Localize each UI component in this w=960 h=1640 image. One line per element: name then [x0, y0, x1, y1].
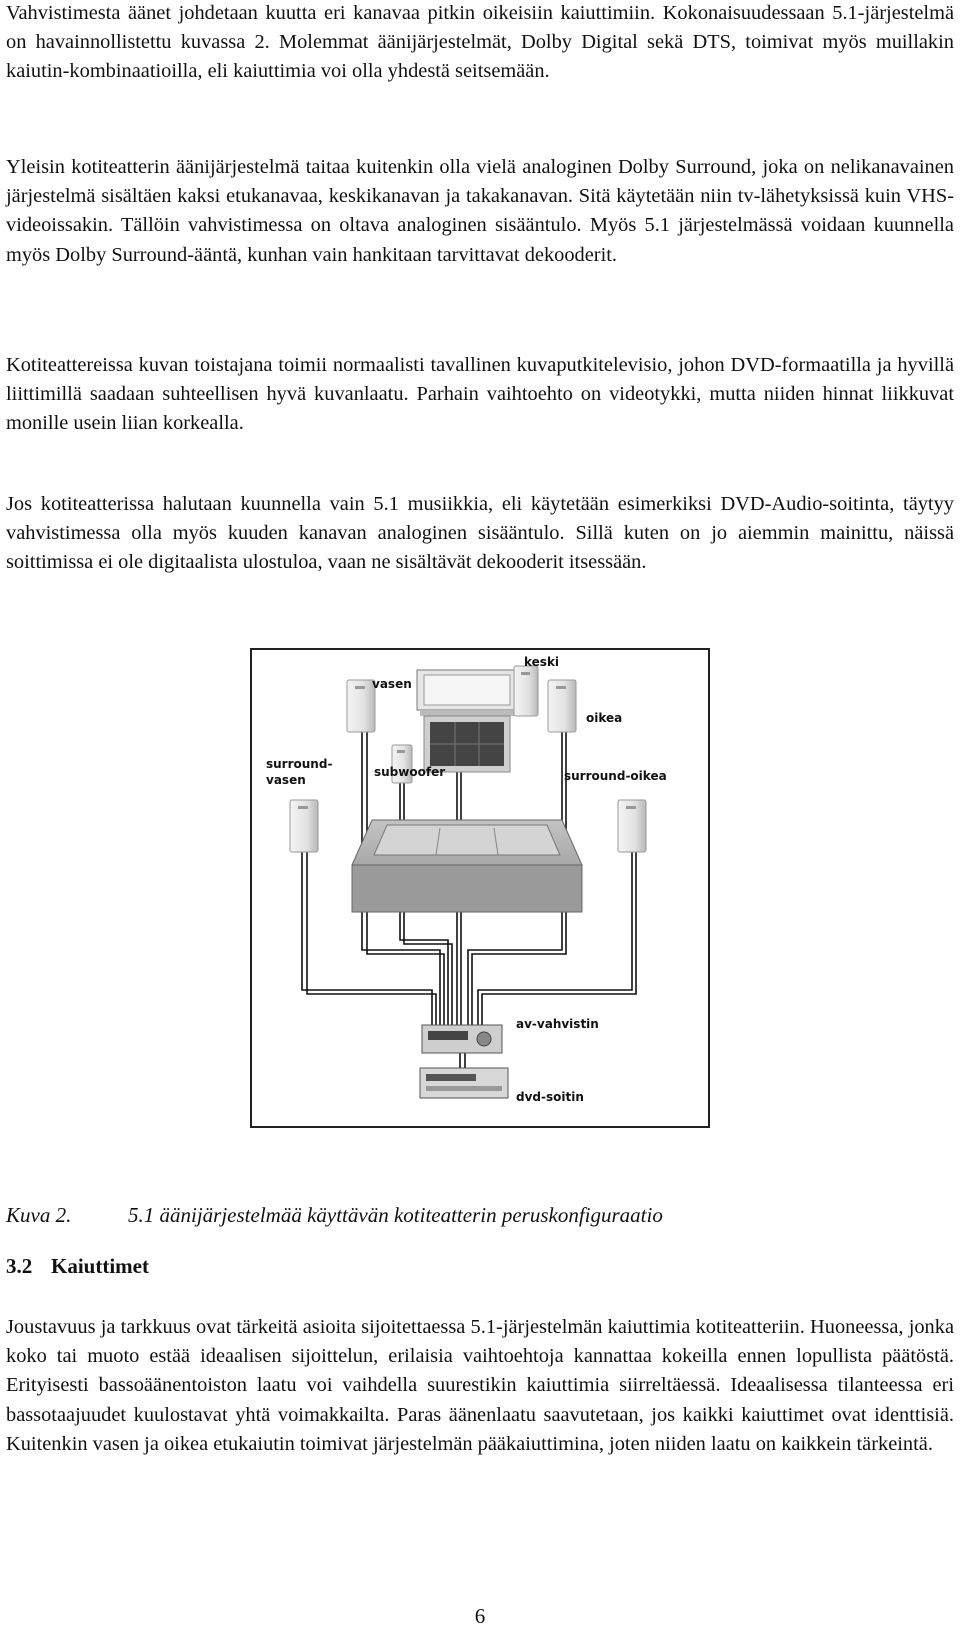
subwoofer-speaker — [391, 744, 413, 784]
speaker-setup-diagram: keski vasen oikea surround- vasen subwoo… — [266, 655, 667, 1104]
surround-left-speaker — [289, 799, 319, 853]
figure-caption: Kuva 2. 5.1 äänijärjestelmää käyttävän ko… — [6, 1203, 663, 1228]
label-surround-vasen-line1: surround- — [266, 757, 332, 771]
caption-text: 5.1 äänijärjestelmää käyttävän kotiteatt… — [128, 1203, 663, 1227]
paragraph-dvd-audio: Jos kotiteatterissa halutaan kuunnella v… — [6, 493, 954, 574]
label-av-vahvistin: av-vahvistin — [516, 1017, 599, 1031]
section-title: Kaiuttimet — [51, 1254, 149, 1278]
label-keski: keski — [524, 655, 559, 669]
section-heading: 3.2 Kaiuttimet — [6, 1254, 149, 1279]
speaker-setup-figure: keski vasen oikea surround- vasen subwoo… — [250, 648, 710, 1128]
center-speaker — [513, 665, 539, 717]
label-oikea: oikea — [586, 711, 622, 725]
dvd-player — [419, 1067, 509, 1099]
paragraph-amplifier-channels: Vahvistimesta äänet johdetaan kuutta eri… — [6, 2, 954, 83]
caption-number: Kuva 2. — [6, 1203, 72, 1227]
label-vasen: vasen — [372, 677, 412, 691]
paragraph-speaker-placement: Joustavuus ja tarkkuus ovat tärkeitä asi… — [6, 1316, 954, 1455]
av-amplifier — [421, 1024, 503, 1054]
label-subwoofer: subwoofer — [374, 765, 445, 779]
paragraph-dolby-surround: Yleisin kotiteatterin äänijärjestelmä ta… — [6, 156, 954, 266]
front-right-speaker — [547, 679, 577, 733]
front-left-speaker — [346, 679, 376, 733]
label-dvd-soitin: dvd-soitin — [516, 1090, 584, 1104]
surround-right-speaker — [617, 799, 647, 853]
paragraph-picture-source: Kotiteattereissa kuvan toistajana toimii… — [6, 354, 954, 435]
label-surround-oikea: surround-oikea — [564, 769, 667, 783]
tv-set — [416, 669, 518, 773]
section-number: 3.2 — [6, 1254, 33, 1278]
sofa — [351, 819, 583, 913]
label-surround-vasen-line2: vasen — [266, 773, 306, 787]
page-number: 6 — [474, 1604, 486, 1628]
